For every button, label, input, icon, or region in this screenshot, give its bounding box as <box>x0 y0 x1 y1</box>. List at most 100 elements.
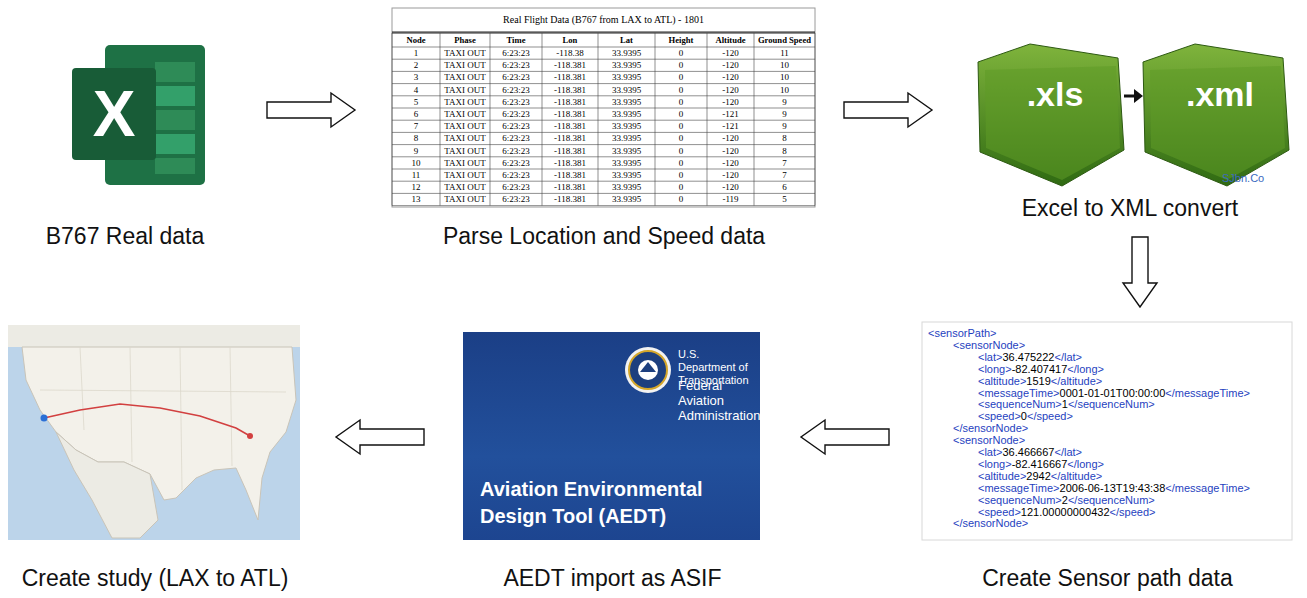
illustration-part <box>392 47 815 48</box>
table-cell: 6 <box>754 181 815 193</box>
illustration-part <box>440 33 441 206</box>
step-node: Parse Location and Speed data <box>388 8 820 250</box>
table-cell: 10 <box>754 71 815 83</box>
table-cell: 8 <box>392 132 440 144</box>
xml-token: <messageTime> <box>978 482 1060 494</box>
xml-line: <sequenceNum>2</sequenceNum> <box>978 494 1155 506</box>
code-panel <box>922 322 1292 540</box>
xml-line: <altitude>1519</altitude> <box>978 375 1102 387</box>
table-header: Phase <box>440 34 490 47</box>
xml-token: </long> <box>1067 458 1104 470</box>
table-cell: 6:23:23 <box>490 169 542 181</box>
table-cell: TAXI OUT <box>440 169 490 181</box>
table-header: Time <box>490 34 542 47</box>
step-caption: Create Sensor path data <box>916 565 1299 592</box>
illustration-part <box>155 86 195 106</box>
table-cell: -120 <box>707 169 754 181</box>
xml-line: <lat>36.466667</lat> <box>978 446 1082 458</box>
xml-token: 2006-06-13T19:43:38 <box>1060 482 1166 494</box>
xml-token: </sensorNode> <box>953 422 1028 434</box>
xml-token: </sequenceNum> <box>1068 494 1155 506</box>
block-arrow <box>844 93 932 127</box>
illustration-part <box>1143 44 1289 186</box>
table-cell: -121 <box>707 108 754 120</box>
table-cell: 9 <box>754 120 815 132</box>
table-cell: 6:23:23 <box>490 71 542 83</box>
table-cell: 6 <box>392 108 440 120</box>
table-cell: TAXI OUT <box>440 59 490 71</box>
block-arrow <box>267 93 355 127</box>
xml-line: <speed>0</speed> <box>978 410 1073 422</box>
illustration-part <box>754 33 755 206</box>
xml-token: </speed> <box>1110 506 1156 518</box>
watermark: SJbn.Co <box>1222 172 1264 184</box>
step-node: AEDT import as ASIF <box>451 328 774 592</box>
step-node: Excel to XML convert <box>956 35 1304 222</box>
table-header: Altitude <box>707 34 754 47</box>
illustration-part <box>8 325 300 347</box>
illustration-part <box>392 144 815 145</box>
table-cell: 0 <box>655 132 707 144</box>
table-cell: 10 <box>754 84 815 96</box>
xml-line: </sensorNode> <box>953 517 1028 529</box>
illustration-part <box>392 95 815 96</box>
illustration-part <box>392 71 815 72</box>
illustration-part <box>985 66 1120 180</box>
table-cell: TAXI OUT <box>440 120 490 132</box>
table-cell: -118.381 <box>542 71 598 83</box>
file-extension: .xls <box>1000 72 1110 116</box>
xml-token: </messageTime> <box>1165 387 1250 399</box>
xml-token: <speed> <box>978 410 1021 422</box>
xml-token: -82.407417 <box>1012 363 1068 375</box>
illustration-part <box>655 33 656 206</box>
xml-token: <sensorNode> <box>953 434 1025 446</box>
table-cell: 0 <box>655 157 707 169</box>
xml-token: </lat> <box>1054 351 1082 363</box>
table-cell: 9 <box>754 108 815 120</box>
step-node: Create Sensor path data <box>916 322 1299 592</box>
table-cell: 33.9395 <box>598 96 655 108</box>
table-cell: -118.381 <box>542 108 598 120</box>
table-cell: 0 <box>655 96 707 108</box>
illustration-part <box>392 169 815 170</box>
block-arrow <box>336 420 424 454</box>
illustration-part <box>1134 89 1143 103</box>
table-cell: TAXI OUT <box>440 181 490 193</box>
table-header: Height <box>655 34 707 47</box>
illustration-part <box>155 134 195 154</box>
table-cell: 5 <box>392 96 440 108</box>
poster-text: Federal Aviation Administration <box>678 378 758 423</box>
table-cell: TAXI OUT <box>440 84 490 96</box>
table-cell: 0 <box>655 47 707 59</box>
block-arrow <box>801 420 889 454</box>
table-cell: 11 <box>392 169 440 181</box>
table-cell: 7 <box>754 157 815 169</box>
table-cell: 0 <box>655 120 707 132</box>
table-cell: 7 <box>392 120 440 132</box>
xml-token: 36.466667 <box>1002 446 1054 458</box>
step-node: B767 Real data <box>16 40 234 250</box>
table-cell: 0 <box>655 181 707 193</box>
illustration-part <box>155 158 195 174</box>
xml-token: </sensorNode> <box>953 517 1028 529</box>
illustration-part <box>1150 66 1285 180</box>
xml-token: <messageTime> <box>978 387 1060 399</box>
illustration-part <box>640 362 656 372</box>
table-cell: 6:23:23 <box>490 96 542 108</box>
table-cell: 10 <box>754 59 815 71</box>
table-cell: -120 <box>707 47 754 59</box>
table-cell: TAXI OUT <box>440 71 490 83</box>
illustration-part <box>707 33 708 206</box>
table-cell: 0 <box>655 108 707 120</box>
table-cell: 33.9395 <box>598 169 655 181</box>
xml-token: <long> <box>978 363 1012 375</box>
table-cell: -118.381 <box>542 132 598 144</box>
table-cell: -118.381 <box>542 169 598 181</box>
xml-token: </speed> <box>1027 410 1073 422</box>
xml-line: <sensorNode> <box>953 339 1025 351</box>
table-cell: 6:23:23 <box>490 47 542 59</box>
table-cell: 6:23:23 <box>490 108 542 120</box>
table-cell: 0 <box>655 145 707 157</box>
xml-token: 0 <box>1021 410 1027 422</box>
table-cell: 0 <box>655 193 707 205</box>
